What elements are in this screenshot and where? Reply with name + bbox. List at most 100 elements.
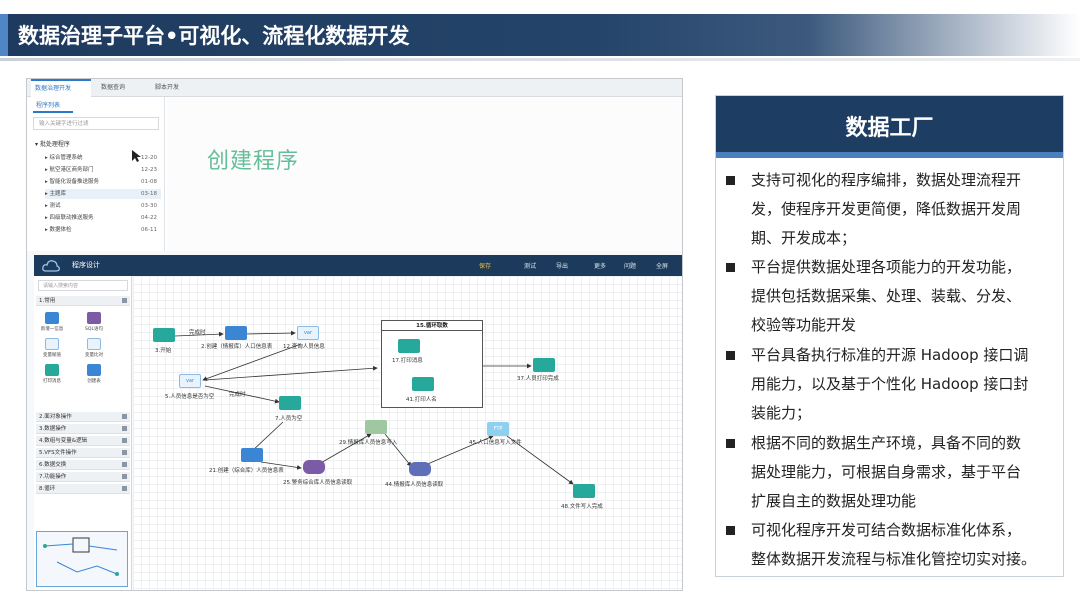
title-divider [0,58,1080,61]
palette-section[interactable]: 8.循环 [36,484,130,494]
minimap-graphic [43,537,119,576]
designer-header: 程序设计 保存 测试 导出 更多 问题 全屏 [34,255,682,276]
tool-label: 打印消息 [43,379,61,384]
ftp-icon[interactable]: FTP [487,422,509,436]
tab-data-query[interactable]: 数据查询 [101,84,126,91]
node-label: 29.情报库人员信息写入 [339,440,398,446]
palette-search-input[interactable]: 请输入搜索内容 [38,280,128,291]
issues-button[interactable]: 问题 [624,263,637,270]
tree-item-label: 主题库 [49,191,67,197]
palette-section-label: 8.循环 [39,486,56,492]
tree-item-label: 数据体检 [49,227,72,233]
tool-label: SQL语句 [85,327,103,332]
collapse-icon [122,438,127,443]
designer-title: 程序设计 [72,261,100,269]
tool-create-table[interactable]: 创建表 [82,364,106,384]
program-list-header[interactable]: 程序列表 [33,101,73,113]
data-factory-header: 数据工厂 [716,96,1063,158]
node-label: 17.打印消息 [392,358,423,364]
tab-script-dev[interactable]: 脚本开发 [155,84,180,91]
tool-var-compare[interactable]: 变量比对 [82,338,106,358]
flow-minimap[interactable] [36,531,128,587]
loop-container[interactable]: 15.循环取数 17.打印消息 41.打印人名 [381,320,483,408]
tree-item-label: 四级联动推送服务 [49,215,94,221]
tab-bar: 数据治理开发 数据查询 脚本开发 [27,79,682,97]
mysql-db-icon[interactable] [409,462,431,476]
tree-root-batch[interactable]: ▾ 批处理程序 [35,141,70,148]
node-label: 41.打印人名 [406,397,437,403]
tool-sql[interactable]: SQL语句 [82,312,106,332]
edge-label: 完成时 [189,330,206,336]
bullet-line: 整体数据开发流程与标准化管控切实对接。 [751,550,1037,568]
variable-icon[interactable]: var [179,374,201,388]
palette-section-label: 6.数据交换 [39,462,67,468]
tool-new-info[interactable]: 新增一信息 [40,312,64,332]
palette-section[interactable]: 3.数据操作 [36,424,130,434]
tab-data-dev[interactable]: 数据治理开发 [31,79,91,97]
palette-section[interactable]: 7.功能操作 [36,472,130,482]
data-factory-panel: 数据工厂 支持可视化的程序编排，数据处理流程开 发，使程序开发更简便，降低数据开… [715,95,1064,577]
palette-section-label: 1.常用 [39,298,56,304]
tree-item-date: 06-11 [141,227,157,233]
tool-var-assign[interactable]: 变量赋值 [40,338,64,358]
node-label: 7.人员为空 [275,416,303,422]
palette-section[interactable]: 6.数据交换 [36,460,130,470]
program-search-input[interactable]: 输入关键字进行过滤 [33,117,159,130]
cloud-icon [42,260,60,272]
create-program-label[interactable]: 创建程序 [207,149,300,174]
palette-section[interactable]: 4.数组与变量&逻辑 [36,436,130,446]
tool-label: 变量比对 [85,353,103,358]
printer-icon[interactable] [153,328,175,342]
bullet-line: 平台具备执行标准的开源 Hadoop 接口调 [751,346,1029,364]
save-button[interactable]: 保存 [479,263,492,270]
slide-title-bar: 数据治理子平台•可视化、流程化数据开发 [0,14,1080,56]
collapse-icon [122,486,127,491]
program-canvas-preview [167,97,682,251]
printer-icon[interactable] [573,484,595,498]
feature-bullet: 平台提供数据处理各项能力的开发功能， 提供包括数据采集、处理、装载、分发、 校验… [726,253,1056,340]
node-label: 48.文件写入完成 [561,504,603,510]
node-label: 45.人口信息写入文件 [469,440,522,446]
image-icon[interactable] [365,420,387,434]
node-label: 3.开始 [155,348,172,354]
palette-section[interactable]: 5.VFS文件操作 [36,448,130,458]
bullet-square-icon [726,439,735,448]
tree-item-date: 12-20 [141,155,157,161]
variable-icon[interactable]: var [297,326,319,340]
palette-section-label: 3.数据操作 [39,426,67,432]
printer-icon[interactable] [533,358,555,372]
table-icon[interactable] [241,448,263,462]
printer-icon[interactable] [412,377,434,391]
collapse-icon [122,462,127,467]
tree-item-label: 综合管理系统 [49,155,83,161]
collapse-icon [122,450,127,455]
test-button[interactable]: 测试 [524,263,537,270]
collapse-icon [122,414,127,419]
palette-section[interactable]: 1.常用 [36,296,130,306]
oracle-db-icon[interactable] [303,460,325,474]
fullscreen-button[interactable]: 全屏 [656,263,669,270]
palette-section-label: 7.功能操作 [39,474,67,480]
tree-item-date: 01-08 [141,179,157,185]
flow-canvas[interactable]: 完成时 完成时 3.开始 2.创建（情报库）人口信息表 var 12.查询人员信… [133,276,682,590]
printer-icon[interactable] [398,339,420,353]
table-icon[interactable] [225,326,247,340]
tree-item-date: 04-22 [141,215,157,221]
printer-icon[interactable] [279,396,301,410]
more-button[interactable]: 更多 [594,263,607,270]
bullet-line: 装能力； [751,404,812,422]
export-button[interactable]: 导出 [556,263,569,270]
tree-item-date: 03-18 [141,191,157,197]
tool-print[interactable]: 打印消息 [40,364,64,384]
palette-section[interactable]: 2.面对象操作 [36,412,130,422]
feature-bullet: 平台具备执行标准的开源 Hadoop 接口调 用能力，以及基于个性化 Hadoo… [726,341,1056,428]
bullet-line: 用能力，以及基于个性化 Hadoop 接口封 [751,375,1029,393]
